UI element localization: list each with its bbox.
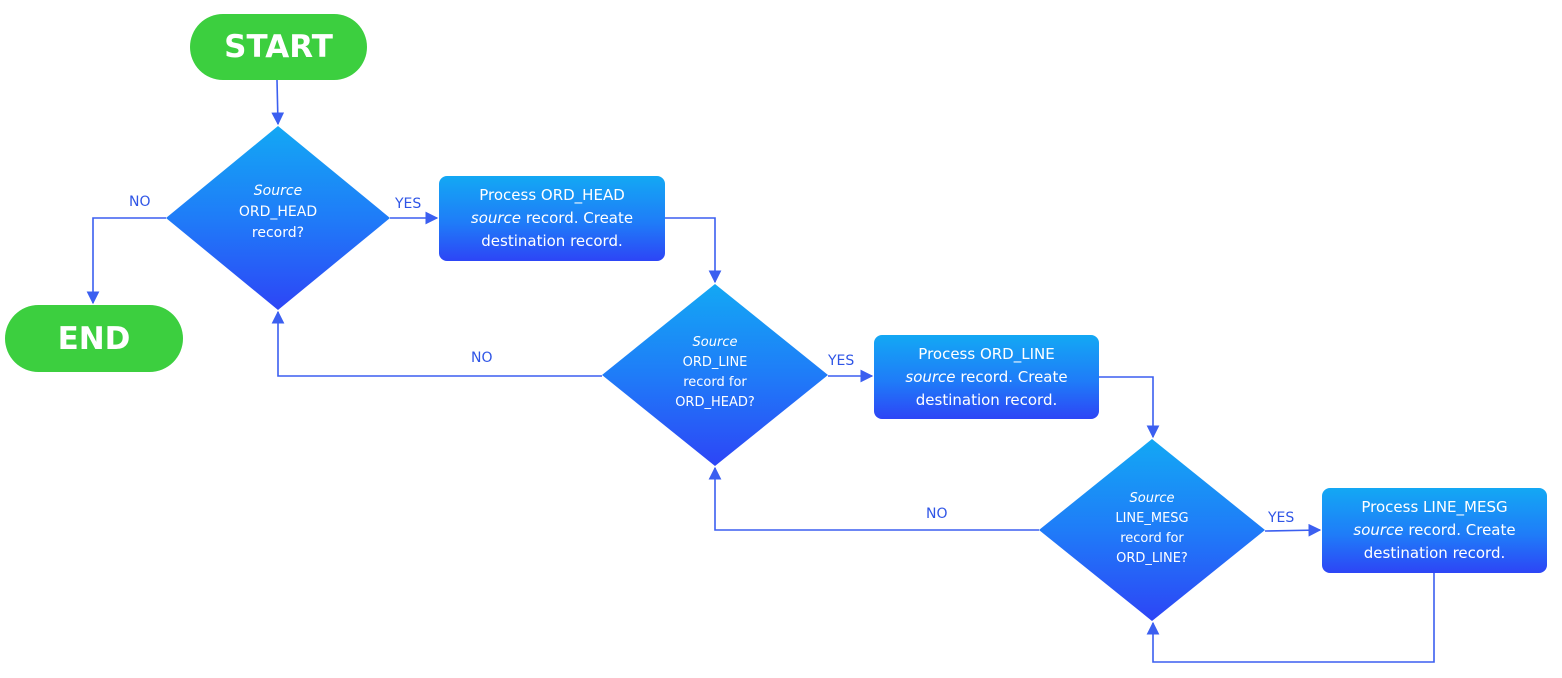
decision-ord-head-line3: record? (251, 224, 305, 241)
connector-decision3-yes (1264, 523, 1322, 537)
yes-label-2: YES (828, 353, 855, 369)
no-label-1: NO (129, 194, 151, 210)
decision-ord-head-text: Source ORD_HEAD record? (208, 176, 348, 248)
process-ord-line-line1: Process ORD_LINE (918, 344, 1055, 363)
decision-line-mesg-shape (1039, 439, 1265, 621)
decision-ord-line-line3: record for (683, 375, 747, 390)
decision-line-mesg-text: Source LINE_MESG record for ORD_LINE? (1082, 488, 1222, 570)
yes-label-3: YES (1268, 510, 1295, 526)
process-line-mesg: Process LINE_MESG source record. Create … (1322, 488, 1547, 573)
decision-line-mesg-line4: ORD_LINE? (1116, 551, 1188, 566)
decision-line-mesg-line3: record for (1120, 531, 1184, 546)
decision-ord-head-line1: Source (253, 182, 303, 199)
process-line-mesg-line1: Process LINE_MESG (1361, 498, 1508, 516)
connector-decision3-no (708, 466, 1039, 531)
decision-line-mesg-line2: LINE_MESG (1115, 511, 1189, 526)
process-ord-line: Process ORD_LINE source record. Create d… (874, 335, 1099, 419)
decision-ord-line-text: Source ORD_LINE record for ORD_HEAD? (645, 332, 785, 414)
no-label-2: NO (471, 350, 493, 366)
process-line-mesg-line2: source record. Create (1353, 521, 1516, 539)
connector-process2-to-decision3 (1098, 376, 1160, 439)
connector-start-to-decision1 (271, 79, 285, 126)
decision-ord-head-line2: ORD_HEAD (238, 203, 318, 220)
decision-ord-line-shape (602, 284, 828, 466)
process-ord-line-line3: destination record. (915, 390, 1058, 409)
end-label: END (57, 320, 131, 357)
no-label-3: NO (926, 506, 948, 522)
process-line-mesg-line3: destination record. (1363, 544, 1506, 562)
yes-label-1: YES (395, 196, 422, 212)
process-ord-head-line2: source record. Create (470, 209, 634, 227)
connector-decision2-no (271, 310, 602, 377)
connector-process1-to-decision2 (664, 217, 722, 284)
start-label: START (224, 29, 333, 65)
process-ord-line-line2: source record. Create (905, 367, 1068, 386)
process-ord-head: Process ORD_HEAD source record. Create d… (439, 176, 665, 261)
decision-ord-head-shape (166, 126, 390, 310)
end-terminal: END (5, 305, 183, 372)
connector-process3-loop (1146, 572, 1435, 663)
process-ord-head-line3: destination record. (481, 232, 623, 250)
decision-ord-line-line1: Source (692, 335, 738, 350)
process-ord-head-line1: Process ORD_HEAD (479, 186, 625, 204)
decision-ord-line-line4: ORD_HEAD? (675, 395, 755, 410)
start-terminal: START (190, 14, 367, 80)
decision-line-mesg-line1: Source (1129, 491, 1175, 506)
connector-decision1-no (86, 217, 166, 305)
decision-ord-line-line2: ORD_LINE (682, 355, 748, 370)
